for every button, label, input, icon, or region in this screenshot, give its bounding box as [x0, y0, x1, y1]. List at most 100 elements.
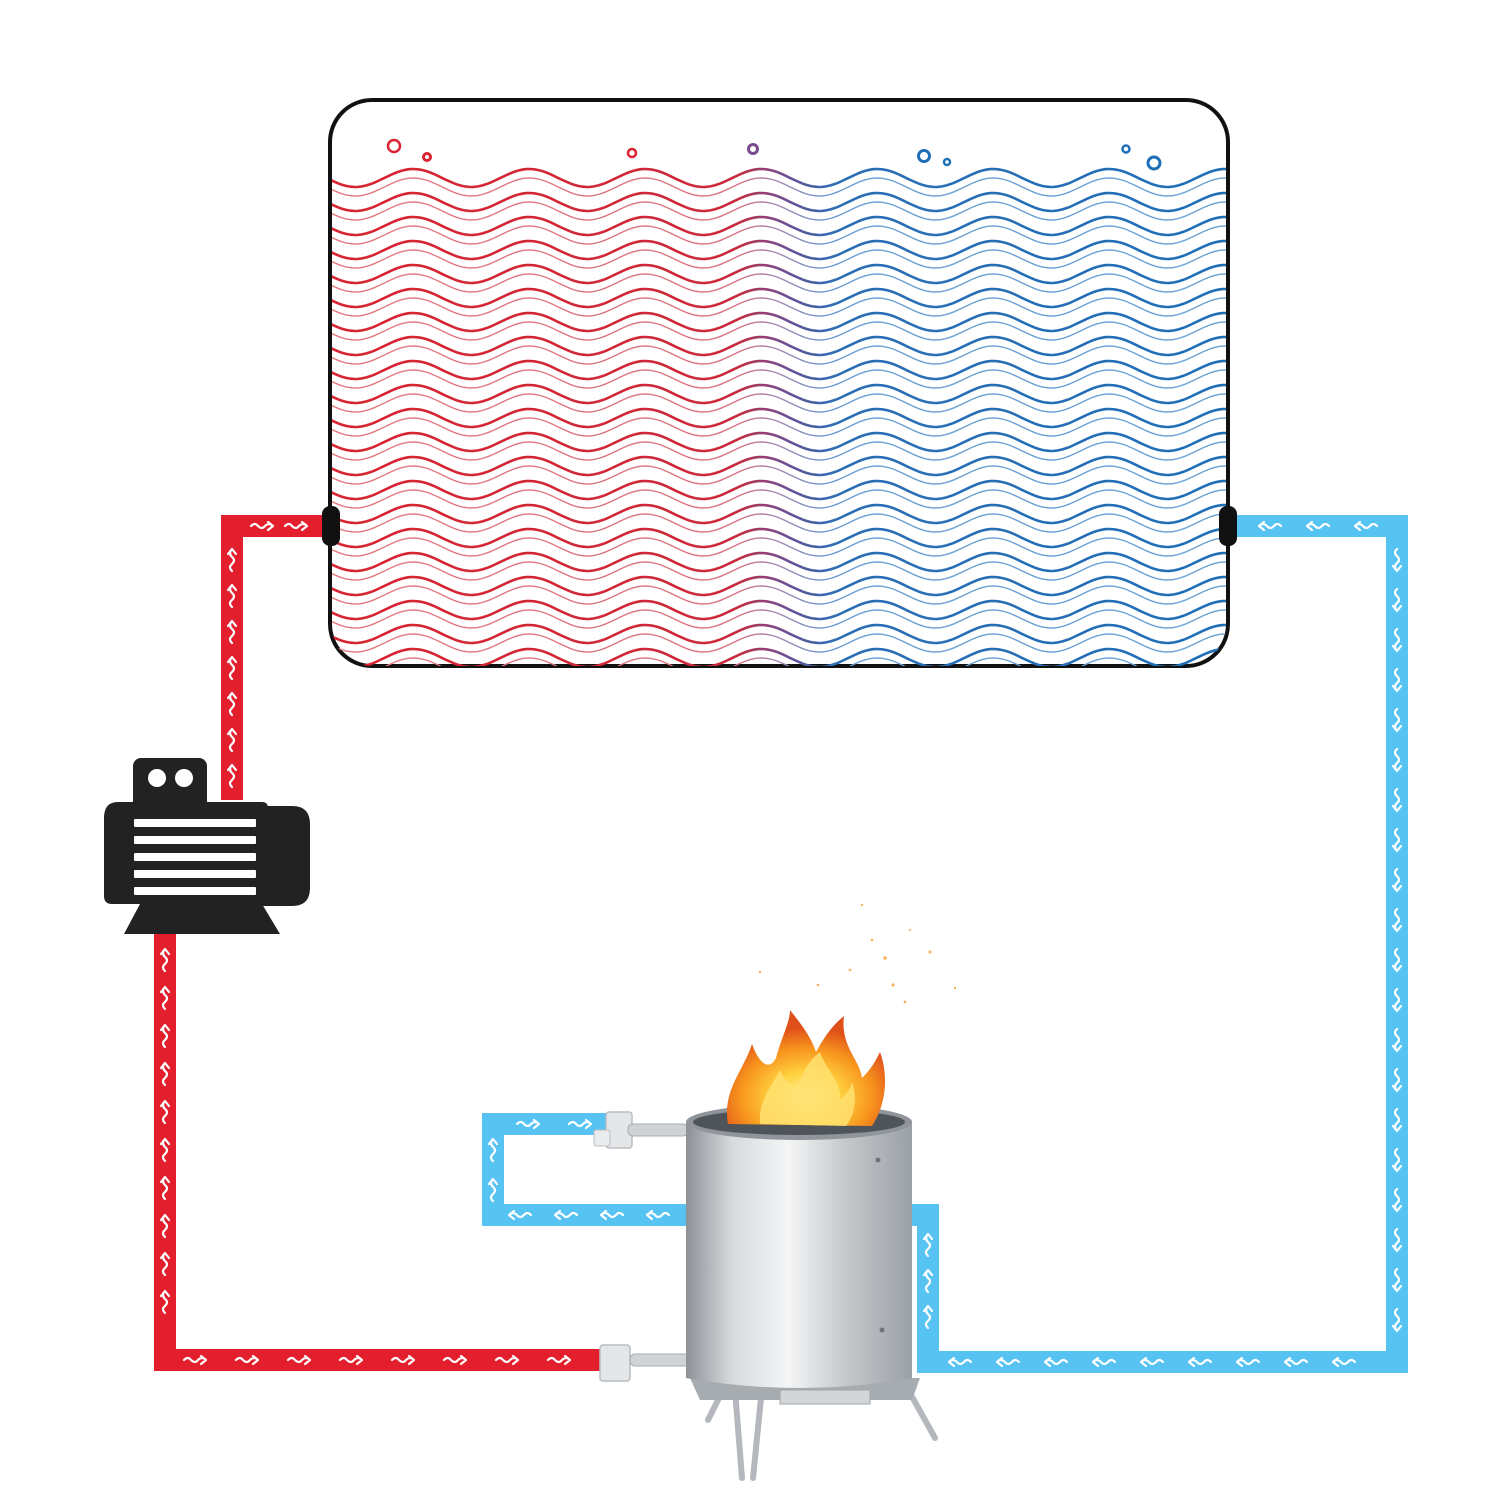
- wave-line: [332, 599, 1226, 621]
- flow-arrow: [922, 1232, 934, 1258]
- flow-arrow: [234, 1354, 260, 1366]
- radiator-panel: [322, 98, 1237, 668]
- wave-line-thin: [332, 249, 1226, 269]
- wave-line-thin: [332, 465, 1226, 485]
- flow-arrow: [922, 1268, 934, 1294]
- wave-line-thin: [332, 537, 1226, 557]
- flow-arrow: [159, 1289, 171, 1315]
- wave-line: [332, 383, 1226, 405]
- flow-arrow: [1391, 1227, 1403, 1253]
- wave-line: [332, 431, 1226, 453]
- flow-arrow: [1391, 1027, 1403, 1053]
- wave-line-thin: [332, 441, 1226, 461]
- flow-arrow: [226, 547, 238, 573]
- flow-arrow: [338, 1354, 364, 1366]
- wave-line: [332, 167, 1226, 189]
- wave-line-thin: [332, 273, 1226, 293]
- flow-arrow: [1391, 787, 1403, 813]
- wave-line: [332, 359, 1226, 381]
- flow-arrow: [947, 1356, 973, 1368]
- flow-arrow: [1235, 1356, 1261, 1368]
- flow-arrow: [1043, 1356, 1069, 1368]
- flow-arrow: [159, 1213, 171, 1239]
- flow-arrow: [1391, 587, 1403, 613]
- flow-arrow: [1391, 747, 1403, 773]
- flow-arrow: [1391, 827, 1403, 853]
- wave-line-thin: [332, 225, 1226, 245]
- wave-line: [332, 311, 1226, 333]
- flow-arrow: [1391, 707, 1403, 733]
- flow-arrow: [1391, 1267, 1403, 1293]
- wave-line: [332, 479, 1226, 501]
- flow-arrow: [226, 691, 238, 717]
- flow-arrow: [159, 947, 171, 973]
- flame-icon: [726, 903, 957, 1126]
- wave-line-thin: [332, 513, 1226, 533]
- flow-arrow: [546, 1354, 572, 1366]
- wave-line: [332, 287, 1226, 309]
- flow-arrow: [645, 1209, 671, 1221]
- flow-arrow: [1283, 1356, 1309, 1368]
- wave-line-thin: [332, 345, 1226, 365]
- flow-arrow: [515, 1118, 541, 1130]
- wave-line: [332, 263, 1226, 285]
- flow-arrow: [507, 1209, 533, 1221]
- wave-line-thin: [332, 633, 1226, 653]
- flow-arrow: [1257, 520, 1283, 532]
- water-bubbles: [386, 138, 1162, 171]
- wave-line-thin: [332, 585, 1226, 605]
- wave-line-thin: [332, 561, 1226, 581]
- flow-arrow: [442, 1354, 468, 1366]
- flow-arrow: [599, 1209, 625, 1221]
- wave-line: [332, 335, 1226, 357]
- flow-arrow: [567, 1118, 593, 1130]
- flow-arrow: [390, 1354, 416, 1366]
- flow-arrow: [1391, 1147, 1403, 1173]
- wave-line-thin: [332, 297, 1226, 317]
- flow-arrow: [249, 520, 275, 532]
- flow-arrows: [159, 520, 1403, 1368]
- flow-arrow: [1391, 1107, 1403, 1133]
- flow-arrow: [1391, 547, 1403, 573]
- flow-arrow: [159, 1061, 171, 1087]
- wave-line-thin: [332, 417, 1226, 437]
- wave-line: [332, 455, 1226, 477]
- flow-arrow: [226, 583, 238, 609]
- flow-arrow: [283, 520, 309, 532]
- panel-inlet-connector: [322, 506, 340, 546]
- flow-arrow: [1091, 1356, 1117, 1368]
- flow-arrow: [553, 1209, 579, 1221]
- cold-loop-pipe-left: [482, 1113, 686, 1226]
- stove-fitting-bottom: [599, 1344, 691, 1382]
- flow-arrow: [1391, 947, 1403, 973]
- wave-line-thin: [332, 489, 1226, 509]
- flow-arrow: [159, 1023, 171, 1049]
- flow-arrow: [494, 1354, 520, 1366]
- radiator-water-waves: [332, 167, 1226, 666]
- flow-arrow: [1391, 667, 1403, 693]
- flow-arrow: [995, 1356, 1021, 1368]
- flow-arrow: [1139, 1356, 1165, 1368]
- flow-arrow: [1391, 867, 1403, 893]
- wave-line-thin: [332, 321, 1226, 341]
- flow-arrow: [1305, 520, 1331, 532]
- panel-outlet-connector: [1219, 506, 1237, 546]
- wave-line: [332, 239, 1226, 261]
- flow-arrow: [159, 1251, 171, 1277]
- wave-line: [332, 215, 1226, 237]
- flow-arrow: [286, 1354, 312, 1366]
- wave-line: [332, 647, 1226, 666]
- flow-arrow: [1391, 987, 1403, 1013]
- flow-arrow: [226, 655, 238, 681]
- flow-arrow: [1391, 1187, 1403, 1213]
- flow-arrow: [226, 619, 238, 645]
- stove-icon: [593, 1104, 938, 1481]
- flow-arrow: [159, 1099, 171, 1125]
- wave-line: [332, 575, 1226, 597]
- wave-line: [332, 191, 1226, 213]
- stove-fitting-top: [593, 1111, 689, 1149]
- flow-arrow: [1391, 1067, 1403, 1093]
- wave-line: [332, 407, 1226, 429]
- flow-arrow: [182, 1354, 208, 1366]
